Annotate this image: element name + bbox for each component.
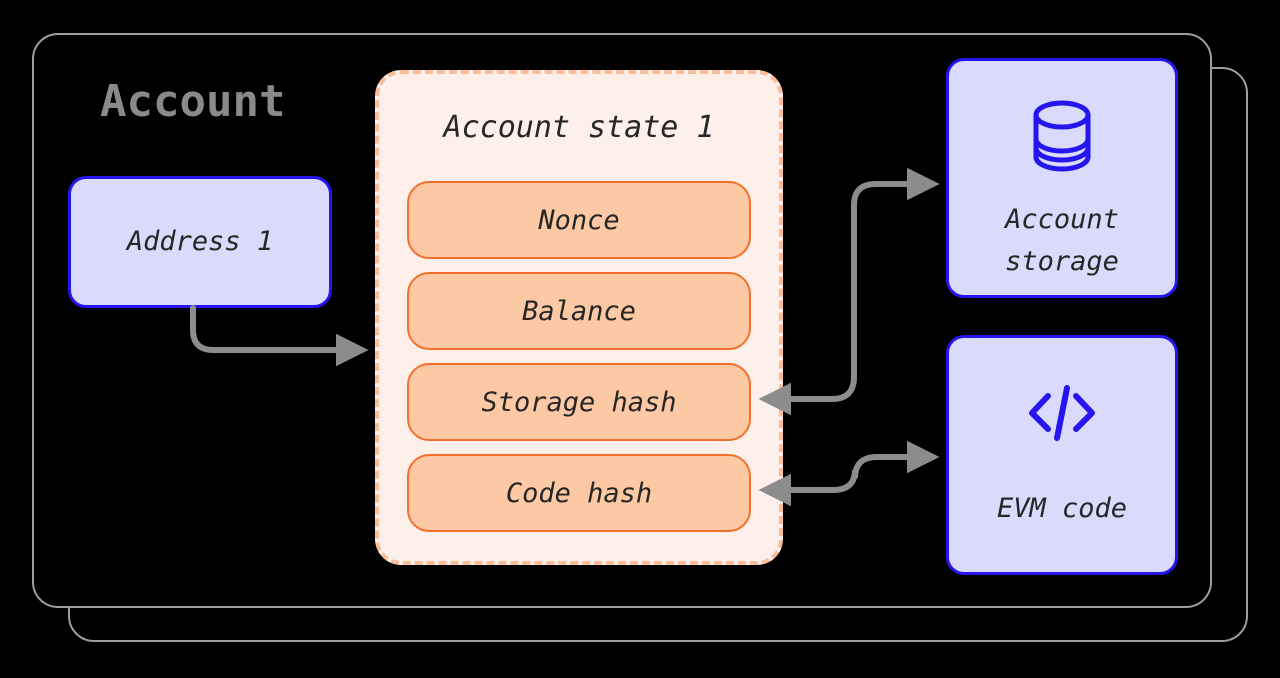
database-icon — [1031, 99, 1093, 173]
address-node[interactable]: Address 1 — [68, 176, 332, 308]
state-field-code-hash[interactable]: Code hash — [407, 454, 751, 532]
account-storage-node-label: Account storage — [1005, 204, 1119, 277]
code-icon — [1026, 382, 1098, 444]
state-field-storage-hash[interactable]: Storage hash — [407, 363, 751, 441]
account-state-title: Account state 1 — [443, 110, 715, 145]
account-state-panel: Account state 1 Nonce Balance Storage ha… — [375, 70, 783, 565]
state-field-nonce[interactable]: Nonce — [407, 181, 751, 259]
evm-code-node[interactable]: EVM code — [946, 335, 1178, 575]
page-title: Account — [100, 76, 286, 127]
address-node-label: Address 1 — [126, 226, 274, 258]
state-field-balance[interactable]: Balance — [407, 272, 751, 350]
evm-code-node-label: EVM code — [996, 493, 1128, 524]
account-storage-node[interactable]: Account storage — [946, 58, 1178, 298]
